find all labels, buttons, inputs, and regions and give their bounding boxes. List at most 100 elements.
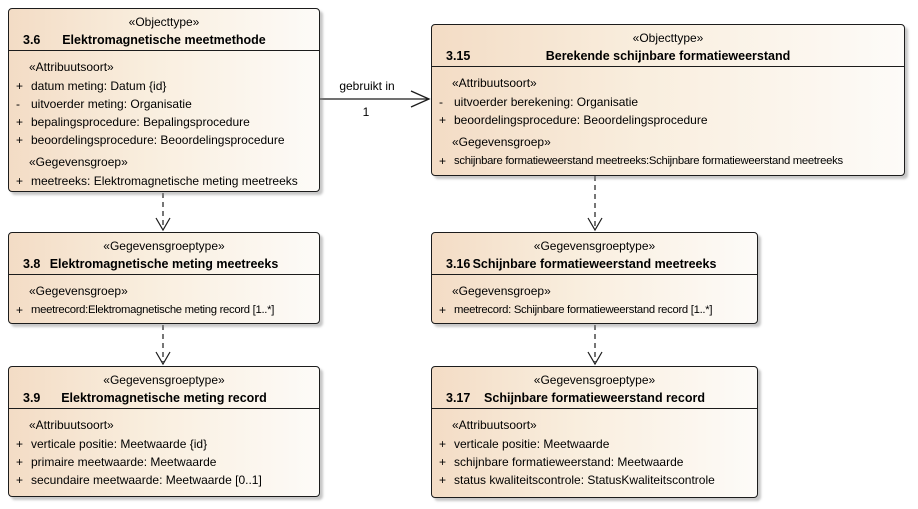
- attribute-row: - uitvoerder berekening: Organisatie: [432, 93, 904, 111]
- box-header: «Gegevensgroeptype» 3.8 Elektromagnetisc…: [9, 233, 319, 275]
- box-header: «Objecttype» 3.15 Berekende schijnbare f…: [432, 25, 904, 67]
- stereotype-label: «Gegevensgroeptype»: [533, 239, 656, 253]
- attribute-text: schijnbare formatieweerstand: Meetwaarde: [454, 455, 684, 469]
- visibility-prefix: -: [439, 95, 443, 109]
- box-body: «Attribuutsoort» - uitvoerder berekening…: [432, 67, 904, 175]
- dependency-3-15-to-3-16[interactable]: [587, 176, 603, 232]
- visibility-prefix: +: [439, 437, 447, 451]
- attribute-text: meetrecord:Elektromagnetische meting rec…: [31, 304, 275, 316]
- attribute-row: + status kwaliteitscontrole: StatusKwali…: [432, 471, 757, 489]
- attribute-row: + beoordelingsprocedure: Beoordelingspro…: [432, 111, 904, 129]
- box-body: «Gegevensgroep» + meetrecord: Schijnbare…: [432, 275, 757, 323]
- title-row: 3.17 Schijnbare formatieweerstand record: [432, 388, 757, 408]
- attribute-text: meetrecord: Schijnbare formatieweerstand…: [454, 304, 713, 316]
- visibility-prefix: +: [439, 303, 447, 317]
- visibility-prefix: -: [16, 97, 20, 111]
- attribute-text: beoordelingsprocedure: Beoordelingsproce…: [454, 113, 708, 127]
- visibility-prefix: +: [16, 455, 24, 469]
- section-stereotype: «Gegevensgroep»: [452, 135, 551, 149]
- box-body: «Attribuutsoort» + datum meting: Datum {…: [9, 51, 319, 191]
- section-stereotype: «Gegevensgroep»: [29, 284, 128, 298]
- section-stereotype: «Attribuutsoort»: [452, 418, 537, 432]
- attribute-row: + meetrecord:Elektromagnetische meting r…: [9, 301, 319, 319]
- attribute-text: primaire meetwaarde: Meetwaarde: [31, 455, 217, 469]
- box-number: 3.9: [23, 391, 41, 405]
- attribute-text: meetreeks: Elektromagnetische meting mee…: [31, 174, 298, 188]
- section-stereotype: «Gegevensgroep»: [29, 155, 128, 169]
- title-row: 3.16 Schijnbare formatieweerstand meetre…: [432, 254, 757, 274]
- stereotype-label: «Gegevensgroeptype»: [103, 373, 225, 387]
- stereotype-label: «Gegevensgroeptype»: [103, 239, 225, 253]
- title-row: 3.15 Berekende schijnbare formatieweerst…: [432, 46, 904, 66]
- box-title: Elektromagnetische meting meetreeks: [49, 257, 279, 271]
- visibility-prefix: +: [16, 473, 24, 487]
- attribute-row: + meetreeks: Elektromagnetische meting m…: [9, 172, 319, 190]
- attribute-text: verticale positie: Meetwaarde: [454, 437, 610, 451]
- box-header: «Gegevensgroeptype» 3.16 Schijnbare form…: [432, 233, 757, 275]
- attribute-row: + schijnbare formatieweerstand meetreeks…: [432, 152, 904, 170]
- box-title: Elektromagnetische meting record: [61, 391, 267, 405]
- stereotype-label: «Objecttype»: [128, 15, 200, 29]
- attribute-row: + meetrecord: Schijnbare formatieweersta…: [432, 301, 757, 319]
- association-gebruikt-in[interactable]: [320, 90, 431, 108]
- attribute-row: + beoordelingsprocedure: Beoordelingspro…: [9, 131, 319, 149]
- attribute-text: schijnbare formatieweerstand meetreeks:S…: [454, 155, 843, 167]
- attribute-text: bepalingsprocedure: Bepalingsprocedure: [31, 115, 250, 129]
- visibility-prefix: +: [16, 303, 24, 317]
- title-row: 3.8 Elektromagnetische meting meetreeks: [9, 254, 319, 274]
- association-label: gebruikt in: [339, 79, 395, 93]
- association-multiplicity: 1: [362, 105, 370, 119]
- stereotype-label: «Gegevensgroeptype»: [533, 373, 656, 387]
- section-stereotype: «Attribuutsoort»: [29, 60, 114, 74]
- attribute-text: secundaire meetwaarde: Meetwaarde [0..1]: [31, 473, 262, 487]
- box-title: Berekende schijnbare formatieweerstand: [545, 49, 791, 63]
- visibility-prefix: +: [439, 113, 447, 127]
- section-stereotype: «Attribuutsoort»: [29, 418, 114, 432]
- section-stereotype: «Attribuutsoort»: [452, 76, 537, 90]
- attribute-row: + schijnbare formatieweerstand: Meetwaar…: [432, 453, 757, 471]
- attribute-text: uitvoerder berekening: Organisatie: [454, 95, 639, 109]
- dependency-3-6-to-3-8[interactable]: [155, 193, 171, 232]
- attribute-text: status kwaliteitscontrole: StatusKwalite…: [454, 473, 715, 487]
- box-body: «Attribuutsoort» + verticale positie: Me…: [432, 409, 757, 497]
- uml-class-3-9[interactable]: «Gegevensgroeptype» 3.9 Elektromagnetisc…: [8, 366, 320, 497]
- box-title: Schijnbare formatieweerstand meetreeks: [472, 257, 717, 271]
- title-row: 3.9 Elektromagnetische meting record: [9, 388, 319, 408]
- box-body: «Attribuutsoort» + verticale positie: Me…: [9, 409, 319, 496]
- box-number: 3.17: [446, 391, 471, 405]
- dependency-3-16-to-3-17[interactable]: [587, 325, 603, 366]
- uml-class-3-15[interactable]: «Objecttype» 3.15 Berekende schijnbare f…: [431, 24, 905, 176]
- dependency-3-8-to-3-9[interactable]: [155, 325, 171, 366]
- box-number: 3.6: [23, 33, 41, 47]
- visibility-prefix: +: [16, 174, 24, 188]
- box-body: «Gegevensgroep» + meetrecord:Elektromagn…: [9, 275, 319, 323]
- box-number: 3.16: [446, 257, 471, 271]
- uml-class-3-16[interactable]: «Gegevensgroeptype» 3.16 Schijnbare form…: [431, 232, 758, 324]
- attribute-row: - uitvoerder meting: Organisatie: [9, 95, 319, 113]
- attribute-text: uitvoerder meting: Organisatie: [31, 97, 192, 111]
- visibility-prefix: +: [439, 154, 447, 168]
- stereotype-label: «Objecttype»: [632, 31, 704, 45]
- attribute-row: + bepalingsprocedure: Bepalingsprocedure: [9, 113, 319, 131]
- attribute-text: datum meting: Datum {id}: [31, 79, 167, 93]
- attribute-row: + datum meting: Datum {id}: [9, 77, 319, 95]
- visibility-prefix: +: [16, 115, 24, 129]
- attribute-row: + verticale positie: Meetwaarde: [432, 435, 757, 453]
- attribute-row: + verticale positie: Meetwaarde {id}: [9, 435, 319, 453]
- title-row: 3.6 Elektromagnetische meetmethode: [9, 30, 319, 50]
- visibility-prefix: +: [16, 79, 24, 93]
- box-number: 3.8: [23, 257, 41, 271]
- uml-class-3-8[interactable]: «Gegevensgroeptype» 3.8 Elektromagnetisc…: [8, 232, 320, 324]
- uml-class-3-6[interactable]: «Objecttype» 3.6 Elektromagnetische meet…: [8, 8, 320, 192]
- section-stereotype: «Gegevensgroep»: [452, 284, 551, 298]
- box-title: Schijnbare formatieweerstand record: [484, 391, 705, 405]
- attribute-text: verticale positie: Meetwaarde {id}: [31, 437, 208, 451]
- attribute-row: + secundaire meetwaarde: Meetwaarde [0..…: [9, 471, 319, 489]
- attribute-text: beoordelingsprocedure: Beoordelingsproce…: [31, 133, 285, 147]
- box-number: 3.15: [446, 49, 471, 63]
- box-header: «Gegevensgroeptype» 3.9 Elektromagnetisc…: [9, 367, 319, 409]
- uml-class-3-17[interactable]: «Gegevensgroeptype» 3.17 Schijnbare form…: [431, 366, 758, 498]
- box-header: «Gegevensgroeptype» 3.17 Schijnbare form…: [432, 367, 757, 409]
- visibility-prefix: +: [16, 133, 24, 147]
